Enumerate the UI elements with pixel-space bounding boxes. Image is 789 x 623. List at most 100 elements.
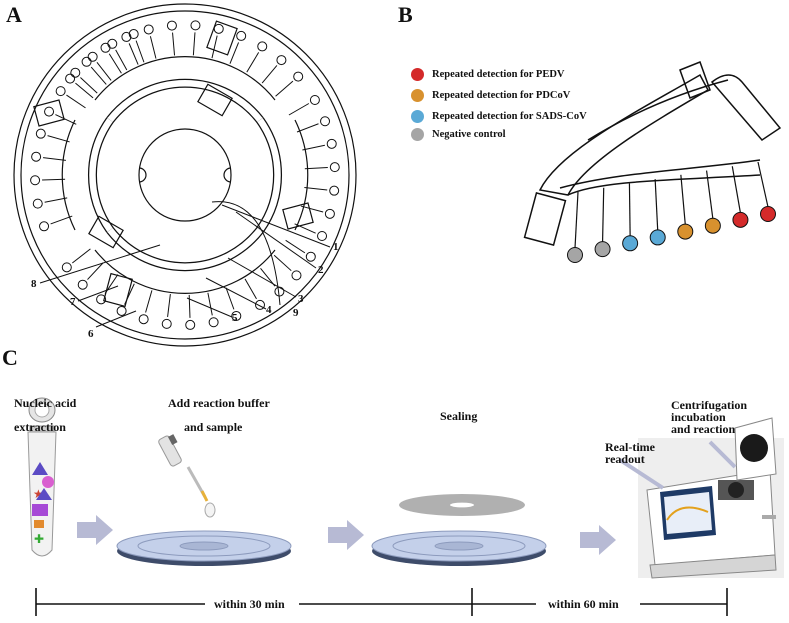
quarter-well-channel	[731, 166, 742, 213]
step-centrifugation-line2: incubation	[671, 410, 726, 424]
quarter-well-channel	[680, 174, 686, 225]
step-readout-line2: readout	[605, 452, 645, 466]
well-channel	[246, 52, 260, 73]
reagent-chamber	[523, 191, 567, 247]
chamber-top-right	[197, 83, 233, 117]
quarter-well	[677, 223, 694, 240]
callout-9: 9	[293, 307, 299, 319]
chip-outer-rim	[13, 3, 357, 347]
chamber-left	[33, 99, 65, 127]
callout-2: 2	[318, 264, 324, 276]
quarter-wells	[567, 161, 776, 263]
timeline-label-30min: within 30 min	[214, 597, 285, 611]
inlet-chamber	[679, 61, 711, 99]
well-channel	[288, 103, 310, 116]
step-readout-line1: Real-time	[605, 440, 655, 454]
well-channel	[104, 274, 119, 294]
well-channel	[128, 43, 139, 65]
quarter-well-channel	[574, 191, 579, 249]
reaction-well	[276, 55, 287, 66]
reaction-well	[61, 262, 72, 273]
step-extraction-line2: extraction	[14, 420, 66, 434]
callout-7: 7	[70, 296, 76, 308]
legend-swatch-negative	[411, 128, 424, 141]
reaction-well	[320, 116, 331, 127]
reaction-well	[81, 56, 92, 67]
outer-arc-right	[294, 119, 309, 231]
legend-swatch-pdcov	[411, 89, 424, 102]
well-channel	[192, 32, 196, 56]
reaction-well	[236, 30, 247, 41]
legend-label-sadscov: Repeated detection for SADS-CoV	[432, 111, 587, 122]
reaction-well	[87, 51, 98, 62]
waste-chamber	[710, 74, 782, 141]
quarter-well	[760, 206, 776, 222]
chip-disc-2	[371, 530, 547, 566]
reaction-well	[30, 175, 41, 186]
center-notch-right	[223, 167, 232, 183]
well-channel	[66, 94, 86, 109]
quarter-well-channel	[628, 183, 631, 237]
outer-arc-bottom	[94, 249, 276, 295]
reaction-well	[317, 231, 328, 242]
reaction-well	[55, 86, 66, 97]
step-sealing: Sealing	[440, 409, 478, 423]
legend-item-pedv: Repeated detection for PEDV	[411, 68, 565, 81]
pcr-instrument	[638, 417, 784, 579]
quarter-well	[649, 229, 666, 246]
callout-5: 5	[232, 312, 238, 324]
chamber-bottom	[103, 272, 133, 308]
quarter-well	[594, 241, 611, 258]
well-channel	[207, 292, 213, 316]
sample-tube: ★ ✚	[27, 397, 57, 557]
legend-label-negative: Negative control	[432, 129, 506, 140]
pipette	[158, 434, 216, 518]
reaction-well	[161, 318, 172, 329]
reaction-well	[44, 106, 55, 117]
well-channel	[124, 283, 135, 305]
reaction-well	[185, 319, 196, 330]
reaction-well	[324, 208, 335, 219]
chip-center-hole	[138, 128, 232, 222]
chip-inner-rim	[20, 10, 350, 340]
reaction-well	[166, 20, 177, 31]
reaction-well	[293, 71, 304, 82]
well-channel	[211, 35, 218, 59]
quarter-well	[567, 247, 583, 263]
step-extraction-line1: Nucleic acid	[14, 396, 77, 410]
reaction-well	[257, 41, 268, 52]
reaction-well	[213, 23, 224, 34]
reaction-well	[31, 151, 42, 162]
quarter-well	[732, 211, 749, 228]
chamber-top	[206, 20, 238, 56]
chip-schematic	[13, 3, 357, 347]
quarter-well-channel	[601, 187, 605, 243]
step-centrifugation-line3: and reaction	[671, 422, 736, 436]
reaction-well	[138, 314, 149, 325]
callout-4: 4	[266, 304, 272, 316]
chamber-right	[282, 202, 314, 230]
panel-label-a: A	[6, 2, 22, 27]
callout-1: 1	[333, 241, 339, 253]
legend-item-sadscov: Repeated detection for SADS-CoV	[411, 110, 587, 123]
timeline-label-60min: within 60 min	[548, 597, 619, 611]
well-channel	[42, 178, 66, 181]
quarter-well-channel	[654, 179, 659, 231]
reaction-well	[255, 299, 265, 310]
radial-wells	[30, 20, 340, 330]
well-channel	[304, 187, 328, 191]
reaction-well	[70, 67, 81, 78]
chip-disc-1	[116, 530, 292, 566]
workflow-arrows	[77, 515, 616, 555]
well-channel	[80, 77, 98, 94]
quarter-well-channel	[705, 170, 714, 219]
legend-label-pdcov: Repeated detection for PDCoV	[432, 90, 571, 101]
timeline	[35, 588, 728, 616]
well-channel	[55, 114, 77, 125]
well-channel	[72, 248, 91, 264]
readout-arrows	[618, 440, 737, 490]
well-channel	[44, 197, 68, 203]
quarter-well-channel	[757, 161, 769, 208]
callout-3: 3	[298, 293, 304, 305]
reaction-well	[32, 198, 43, 209]
